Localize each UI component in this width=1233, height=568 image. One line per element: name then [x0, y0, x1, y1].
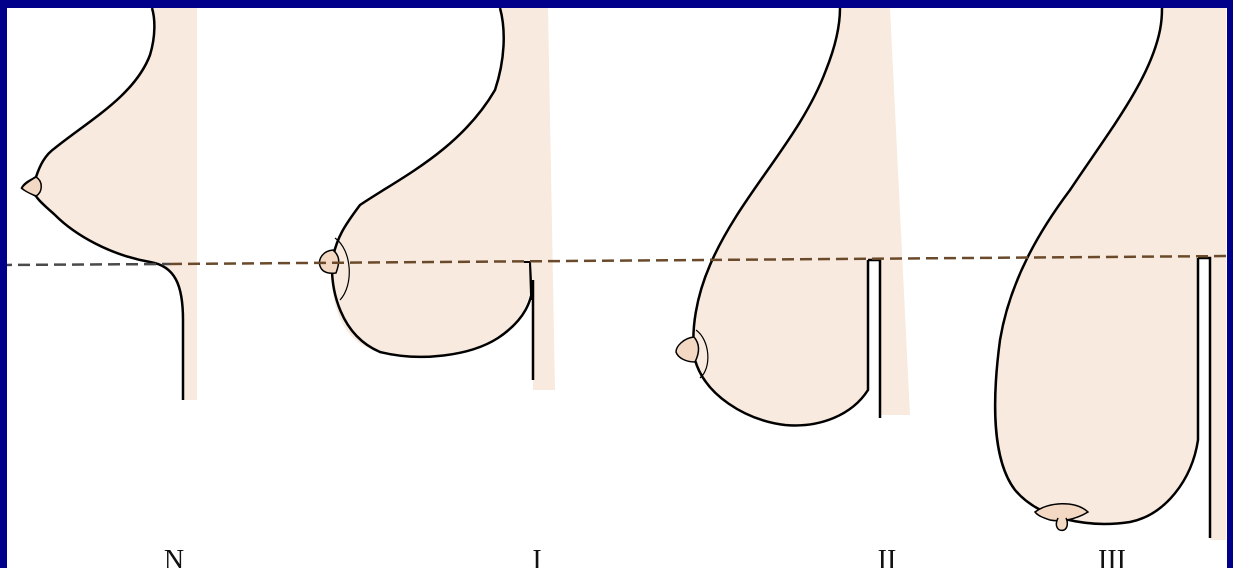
figure-grade1: [320, 8, 555, 390]
figure-grade3-wall: [1198, 258, 1210, 538]
figure-grade3-skin: [995, 8, 1226, 540]
label-normal: N: [134, 546, 214, 568]
figure-normal: [22, 8, 197, 400]
nipple-grade2: [676, 337, 699, 362]
reference-line-left: [0, 264, 170, 265]
figure-grade3: [995, 8, 1226, 540]
label-grade3: III: [1072, 546, 1152, 568]
label-grade1: I: [497, 546, 577, 568]
figure-grade2: [676, 8, 910, 425]
figure-grade2-wall: [868, 260, 880, 418]
figure-grade1-skin: [332, 8, 555, 390]
nipple-grade3-tip: [1056, 518, 1067, 530]
figure-normal-skin: [22, 8, 197, 400]
nipple-normal: [22, 177, 41, 196]
label-grade2: II: [847, 546, 927, 568]
figure-grade2-skin: [693, 8, 910, 425]
